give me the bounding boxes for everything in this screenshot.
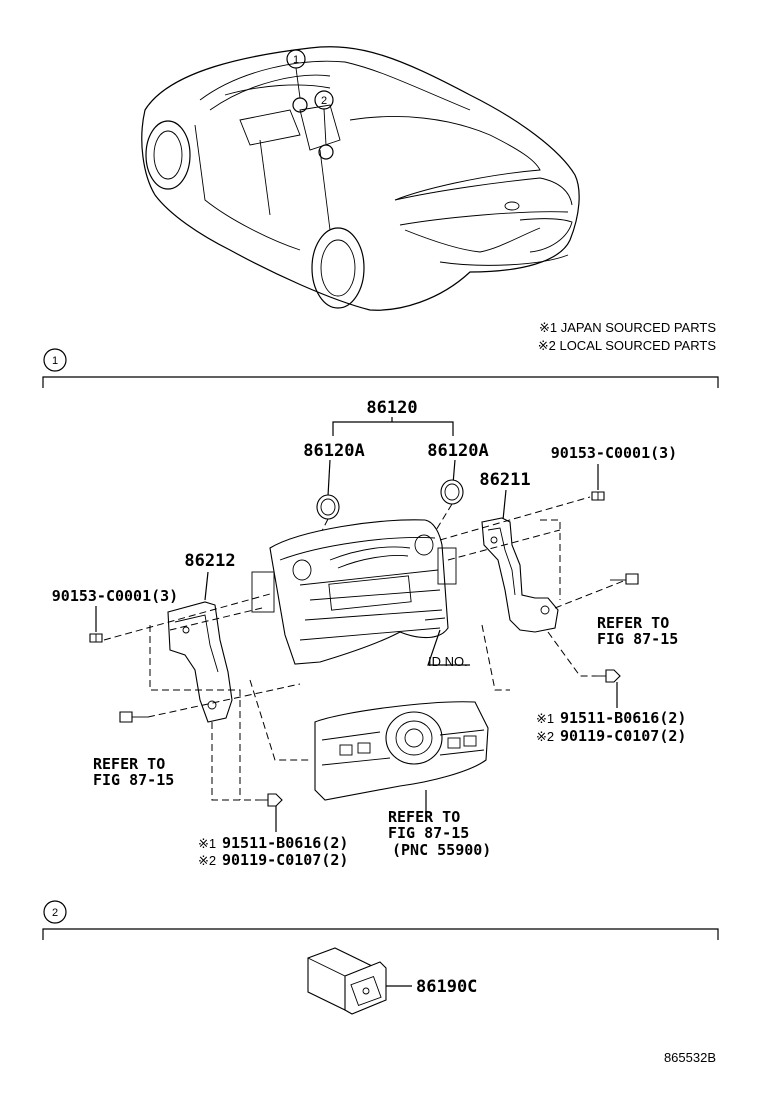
location-marker-2: [318, 144, 334, 160]
refer-right-line2: FIG 87-15: [597, 630, 678, 648]
car-marker-2-label: 2: [321, 95, 327, 107]
section-1-marker: [43, 348, 67, 372]
label-86190c: 86190C: [416, 977, 477, 997]
car-marker-1-label: 1: [293, 54, 299, 66]
switch-86190c: [307, 947, 387, 1015]
bolt-left-loc-number: 90119-C0107(2): [222, 851, 348, 869]
refer-left-line2: FIG 87-15: [93, 771, 174, 789]
refer-center-line3: (PNC 55900): [392, 841, 491, 859]
bolt-left-jp-mark: ※1: [198, 836, 216, 851]
bracket-86211: [481, 517, 559, 633]
refer-left-line1: REFER TO: [93, 755, 165, 773]
illustration-code: 865532B: [664, 1050, 716, 1065]
knob-86120a-left: [316, 494, 340, 520]
bolt-right-jp-mark: ※1: [536, 711, 554, 726]
label-86211: 86211: [479, 470, 530, 490]
label-86120a-right: 86120A: [427, 441, 488, 461]
label-id-no: ID NO.: [428, 654, 468, 669]
label-86212: 86212: [184, 551, 235, 571]
label-86120a-left: 86120A: [303, 441, 364, 461]
refer-center-line2: FIG 87-15: [388, 824, 469, 842]
section-2-bracket: [42, 928, 719, 940]
note-local-sourced: ※2 LOCAL SOURCED PARTS: [538, 338, 717, 353]
bolt-right: [596, 669, 621, 683]
refer-center-line1: REFER TO: [388, 808, 460, 826]
section-2-label: 2: [52, 907, 58, 919]
screw-right-mid: [610, 573, 639, 585]
bolt-right-loc-number: 90119-C0107(2): [560, 727, 686, 745]
bolt-left-jp-number: 91511-B0616(2): [222, 834, 348, 852]
label-screw-left: 90153-C0001(3): [52, 587, 178, 605]
screw-left-mid: [119, 711, 148, 723]
bolt-left: [258, 793, 283, 807]
section-1-label: 1: [52, 355, 58, 367]
bolt-right-loc-mark: ※2: [536, 729, 554, 744]
section-1-bracket: [42, 376, 719, 388]
note-japan-sourced: ※1 JAPAN SOURCED PARTS: [539, 320, 716, 335]
screw-right-top: [591, 491, 605, 501]
refer-right-line1: REFER TO: [597, 614, 669, 632]
label-86120: 86120: [366, 398, 417, 418]
label-screw-right: 90153-C0001(3): [551, 444, 677, 462]
screw-left-top: [89, 633, 103, 643]
bolt-right-jp-number: 91511-B0616(2): [560, 709, 686, 727]
bolt-left-loc-mark: ※2: [198, 853, 216, 868]
bracket-86212: [167, 601, 233, 723]
climate-control-panel: [314, 701, 489, 801]
knob-86120a-right: [440, 479, 464, 505]
car-illustration: 1 2: [141, 46, 580, 311]
section-2-marker: [43, 900, 67, 924]
radio-unit-86120: [251, 519, 457, 665]
